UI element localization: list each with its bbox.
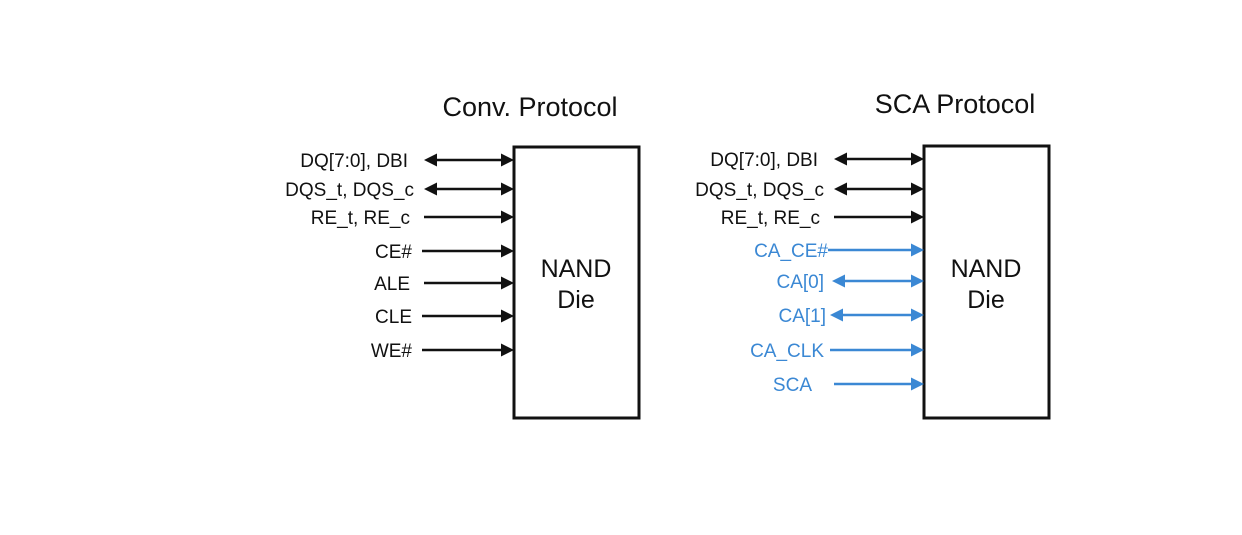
signal-re-t-re-c: RE_t, RE_c xyxy=(311,208,514,229)
arrowhead-right-icon xyxy=(501,153,514,167)
die-label-line1: NAND xyxy=(541,255,612,283)
arrowhead-left-icon xyxy=(424,153,437,167)
signal-label: DQ[7:0], DBI xyxy=(710,150,818,171)
die-label-line1: NAND xyxy=(951,255,1022,283)
die-label-line2: Die xyxy=(557,286,595,314)
signal-label: DQS_t, DQS_c xyxy=(285,180,414,201)
signal-list: DQ[7:0], DBI DQS_t, DQS_cRE_t, RE_cCA_CE#… xyxy=(695,150,924,396)
diagram-title: SCA Protocol xyxy=(875,89,1036,119)
signal-ca-1: CA[1] xyxy=(778,306,924,327)
arrowhead-right-icon xyxy=(501,244,514,258)
signal-label: CE# xyxy=(375,242,412,263)
signal-label: CA_CLK xyxy=(750,341,824,362)
arrowhead-left-icon xyxy=(834,152,847,166)
arrowhead-right-icon xyxy=(501,276,514,290)
arrowhead-right-icon xyxy=(911,182,924,196)
signal-ca-0: CA[0] xyxy=(776,272,924,293)
diagram-title: Conv. Protocol xyxy=(442,92,617,122)
arrowhead-right-icon xyxy=(501,309,514,323)
arrowhead-right-icon xyxy=(911,377,924,391)
signal-ca-clk: CA_CLK xyxy=(750,341,924,362)
die-label-line2: Die xyxy=(967,286,1005,314)
signal-label: CA[0] xyxy=(776,272,824,293)
nand-die-box xyxy=(512,145,641,420)
signal-ca-ce: CA_CE# xyxy=(754,241,924,262)
arrowhead-right-icon xyxy=(911,308,924,322)
signal-label: ALE xyxy=(374,274,410,295)
arrowhead-right-icon xyxy=(501,343,514,357)
arrowhead-right-icon xyxy=(501,182,514,196)
signal-dqs-t-dqs-c: DQS_t, DQS_c xyxy=(695,180,924,201)
sca-protocol-diagram: SCA Protocol NAND Die DQ[7:0], DBI DQS_t,… xyxy=(695,89,1051,420)
arrowhead-right-icon xyxy=(501,210,514,224)
signal-label: CLE xyxy=(375,307,412,328)
signal-label: CA_CE# xyxy=(754,241,828,262)
conv-protocol-diagram: Conv. Protocol NAND Die DQ[7:0], DBI DQS_… xyxy=(285,92,641,420)
signal-cle: CLE xyxy=(375,307,514,328)
arrowhead-left-icon xyxy=(834,182,847,196)
signal-list: DQ[7:0], DBI DQS_t, DQS_cRE_t, RE_cCE# ALE… xyxy=(285,151,514,362)
signal-ale: ALE xyxy=(374,274,514,295)
signal-label: RE_t, RE_c xyxy=(311,208,410,229)
arrowhead-right-icon xyxy=(911,210,924,224)
signal-label: CA[1] xyxy=(778,306,826,327)
signal-label: DQ[7:0], DBI xyxy=(300,151,408,172)
arrowhead-right-icon xyxy=(911,274,924,288)
arrowhead-right-icon xyxy=(911,343,924,357)
signal-re-t-re-c: RE_t, RE_c xyxy=(721,208,924,229)
signal-dq-7-0-dbi: DQ[7:0], DBI xyxy=(710,150,924,171)
arrowhead-right-icon xyxy=(911,152,924,166)
signal-label: WE# xyxy=(371,341,413,362)
arrowhead-left-icon xyxy=(830,308,843,322)
arrowhead-left-icon xyxy=(832,274,845,288)
signal-we: WE# xyxy=(371,341,514,362)
signal-dqs-t-dqs-c: DQS_t, DQS_c xyxy=(285,180,514,201)
signal-dq-7-0-dbi: DQ[7:0], DBI xyxy=(300,151,514,172)
signal-label: SCA xyxy=(773,375,812,396)
signal-sca: SCA xyxy=(773,375,924,396)
arrowhead-right-icon xyxy=(911,243,924,257)
signal-ce: CE# xyxy=(375,242,514,263)
signal-label: DQS_t, DQS_c xyxy=(695,180,824,201)
arrowhead-left-icon xyxy=(424,182,437,196)
nand-die-box xyxy=(922,144,1051,420)
signal-label: RE_t, RE_c xyxy=(721,208,820,229)
